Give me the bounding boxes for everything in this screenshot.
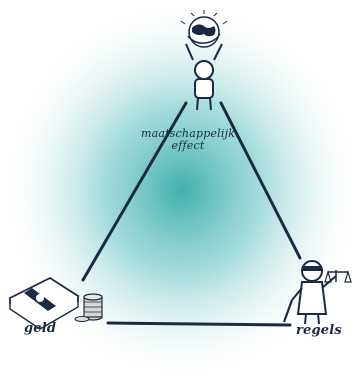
money-and-coins-icon bbox=[8, 276, 103, 330]
edge-top-right bbox=[219, 101, 302, 260]
node-label-top: maatschappelijk effect bbox=[118, 128, 258, 152]
edge-top-left bbox=[81, 101, 188, 282]
triangle-edges bbox=[81, 101, 302, 327]
edge-left-right bbox=[106, 321, 292, 327]
node-label-top-line1: maatschappelijk bbox=[140, 127, 236, 140]
node-label-right: regels bbox=[296, 323, 342, 338]
person-holding-globe-icon bbox=[180, 10, 228, 111]
node-label-top-line2: effect bbox=[171, 139, 205, 152]
justice-figure-icon bbox=[282, 260, 352, 325]
background-glow bbox=[4, 2, 355, 378]
node-label-left: geld bbox=[24, 321, 57, 336]
